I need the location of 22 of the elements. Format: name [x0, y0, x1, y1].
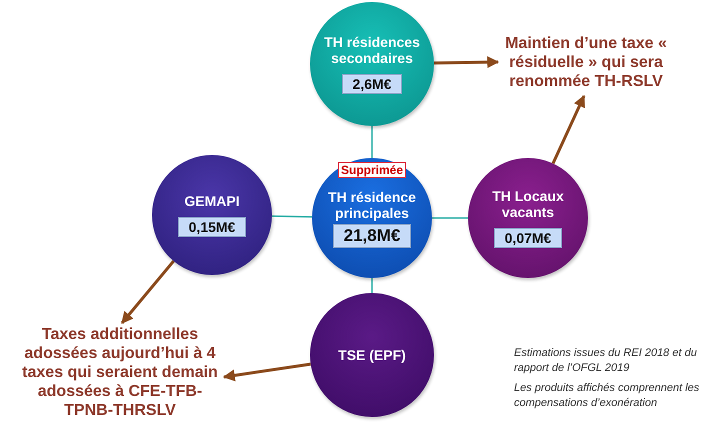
arrow — [222, 362, 311, 382]
connector-line — [371, 126, 373, 158]
node-title: TH résidence principales — [327, 188, 417, 220]
node-title: TH résidences secondaires — [323, 34, 421, 66]
value-label: 0,15M€ — [178, 217, 246, 237]
status-badge: Supprimée — [338, 162, 406, 178]
connector-line — [272, 215, 312, 218]
connector-line — [371, 278, 373, 293]
node-title: GEMAPI — [183, 193, 241, 209]
arrow — [552, 94, 586, 164]
callout-text: Maintien d’une taxe « résiduelle » qui sera renommée TH-RSLV — [496, 34, 676, 91]
value-label: 2,6M€ — [342, 74, 402, 94]
node-title: TSE (EPF) — [337, 347, 407, 363]
arrow — [120, 260, 175, 324]
note-text: Estimations issues du REI 2018 et du rapport de l’OFGL 2019 — [514, 346, 698, 376]
value-label: 21,8M€ — [332, 224, 412, 248]
callout-text: Taxes additionnelles adossées aujourd’hui à 4 taxes qui seraient demain adossées à CFE-TFB-TPNB-THRSLV — [18, 325, 222, 420]
value-label: 0,07M€ — [494, 228, 562, 248]
node-title: TH Locaux vacants — [491, 188, 565, 220]
note-text: Les produits affichés comprennent les compensations d’exonération — [514, 381, 700, 411]
connector-line — [432, 217, 468, 219]
arrow — [434, 56, 500, 68]
